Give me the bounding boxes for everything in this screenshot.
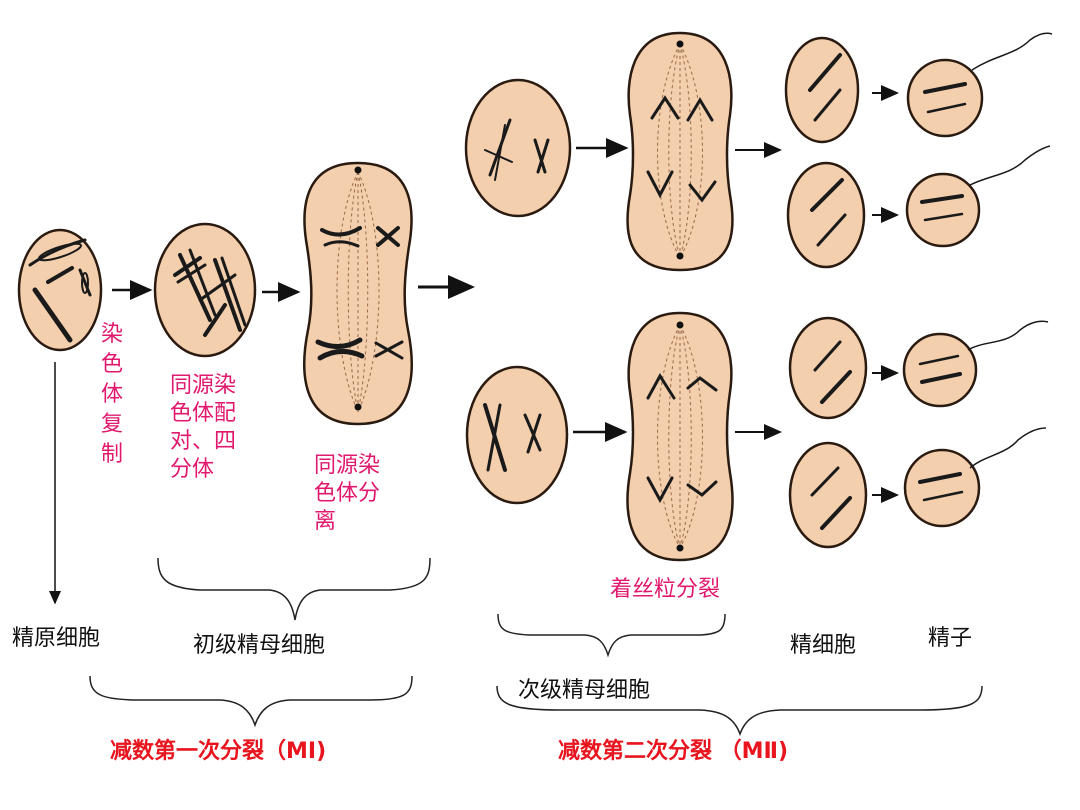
spermatid-cell	[784, 36, 860, 144]
spermatid-cell	[788, 441, 868, 549]
primary-spermatocyte-label: 初级精母细胞	[193, 633, 326, 658]
spermatid-cell	[788, 316, 868, 420]
meiosis-2-label: 减数第二次分裂 （MⅡ)	[558, 739, 789, 764]
secondary-spermatocyte-label: 次级精母细胞	[518, 678, 651, 703]
spermatid-label: 精细胞	[790, 633, 857, 658]
brace-meiosis-2	[496, 685, 983, 737]
sperm-cell	[905, 145, 1051, 248]
secondary-spermatocyte-top	[464, 78, 572, 218]
primary-spermatocyte-cell	[153, 222, 257, 358]
centromere-split-note: 着丝粒分裂	[610, 577, 721, 602]
dividing-secondary-top	[626, 31, 734, 272]
brace-primary	[157, 557, 431, 621]
sperm-cell	[906, 32, 1053, 138]
brace-secondary	[497, 613, 726, 658]
dividing-primary-cell	[303, 161, 413, 426]
spermatid-cell	[786, 161, 866, 269]
replication-note: 染色体复制	[101, 322, 124, 467]
separation-note: 同源染色体分离	[314, 453, 381, 534]
secondary-spermatocyte-bottom	[465, 365, 569, 505]
spermatogonium-cell	[17, 228, 103, 352]
meiosis-1-label: 减数第一次分裂（MⅠ)	[110, 739, 327, 764]
dividing-secondary-bottom	[626, 311, 734, 562]
sperm-cell	[902, 320, 1049, 408]
sperm-label: 精子	[928, 626, 973, 651]
synapsis-note: 同源染色体配对、四分体	[170, 373, 237, 482]
brace-meiosis-1	[89, 675, 413, 728]
sperm-cell	[903, 427, 1047, 528]
spermatogonium-label: 精原细胞	[12, 626, 101, 651]
